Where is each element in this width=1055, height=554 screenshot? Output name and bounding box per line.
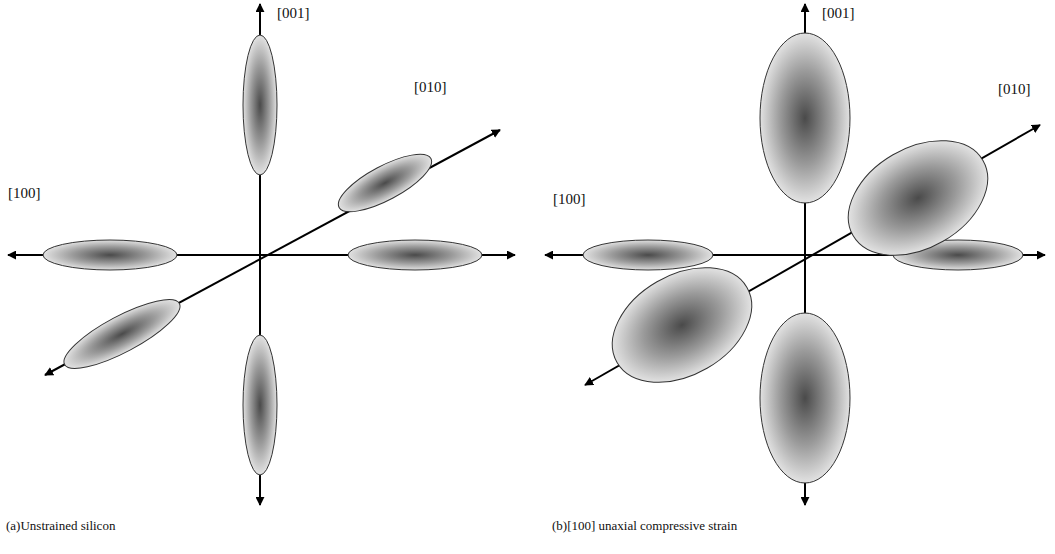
valley-ellipses [583,33,1023,483]
axis-label: [001] [277,4,310,22]
axes [8,4,515,505]
axis-label: [001] [822,4,855,22]
panel-caption: (a)Unstrained silicon [6,518,115,534]
axis-label: [010] [414,78,447,96]
valley-ellipses [43,35,482,475]
axis-label: [100] [553,190,586,208]
axis-label: [100] [8,184,41,202]
panel-caption: (b)[100] unaxial compressive strain [552,518,737,534]
axis-label: [010] [998,80,1031,98]
axes [545,4,1045,505]
